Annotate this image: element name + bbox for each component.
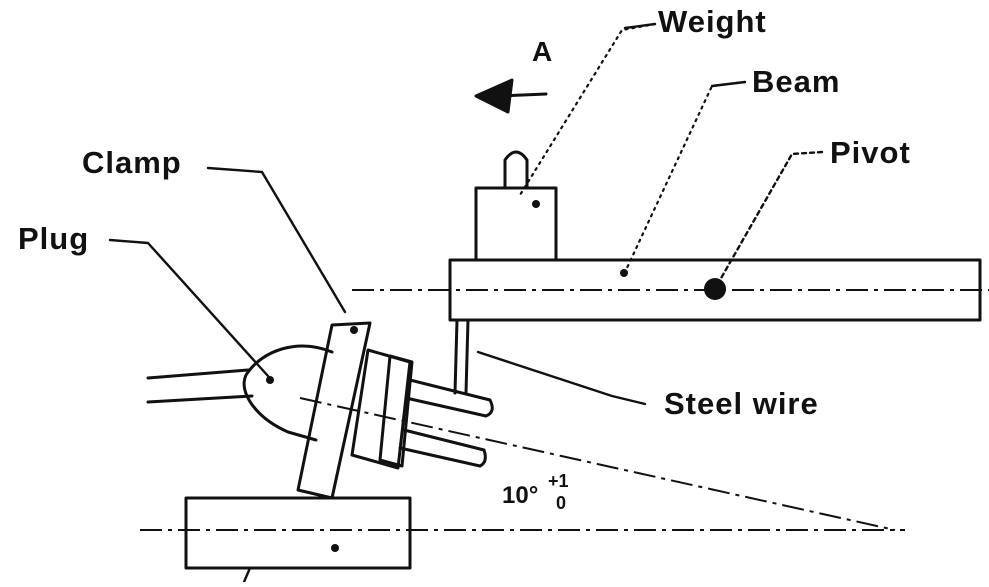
weight-dot	[532, 200, 540, 208]
base-dot	[331, 544, 339, 552]
leader-weight-tick	[623, 22, 657, 30]
leader-steel-wire	[476, 350, 647, 406]
leader-clamp	[206, 166, 347, 314]
plug-dot	[266, 376, 274, 384]
steel-wire-right	[464, 318, 470, 395]
label-pivot: Pivot	[830, 135, 911, 170]
base-block	[184, 496, 412, 570]
label-clamp: Clamp	[82, 145, 182, 180]
label-angle: 10°	[502, 482, 539, 509]
steel-wire-left	[453, 318, 459, 395]
base-tick	[242, 566, 252, 584]
leader-pivot	[718, 150, 824, 282]
plug-pin-upper	[404, 378, 494, 418]
label-weight: Weight	[658, 4, 767, 39]
plug-cable-bottom	[146, 394, 254, 404]
weight-block	[474, 186, 558, 262]
leader-beam-tick	[710, 80, 747, 88]
weight-knob	[503, 150, 529, 190]
plug-pin-lower	[398, 428, 487, 468]
leader-weight	[518, 22, 657, 197]
label-angle-tolerance-bottom: 0	[556, 493, 567, 513]
label-beam: Beam	[752, 64, 841, 99]
clamp-dot	[350, 326, 358, 334]
beam-dot	[620, 269, 628, 277]
label-arrow-a: A	[532, 36, 554, 67]
label-angle-tolerance-top: +1	[548, 471, 569, 491]
plug-face-inner	[378, 354, 414, 468]
label-plug: Plug	[18, 221, 90, 256]
pivot-icon	[704, 278, 726, 300]
clamp-plate	[296, 321, 372, 500]
leader-plug	[108, 238, 270, 378]
plug-axis-line	[299, 397, 896, 531]
arrow-a-head	[474, 78, 514, 114]
label-steel-wire: Steel wire	[664, 386, 819, 421]
plug-body	[242, 344, 334, 442]
plug-cable-top	[146, 368, 250, 380]
leader-beam	[624, 80, 747, 272]
